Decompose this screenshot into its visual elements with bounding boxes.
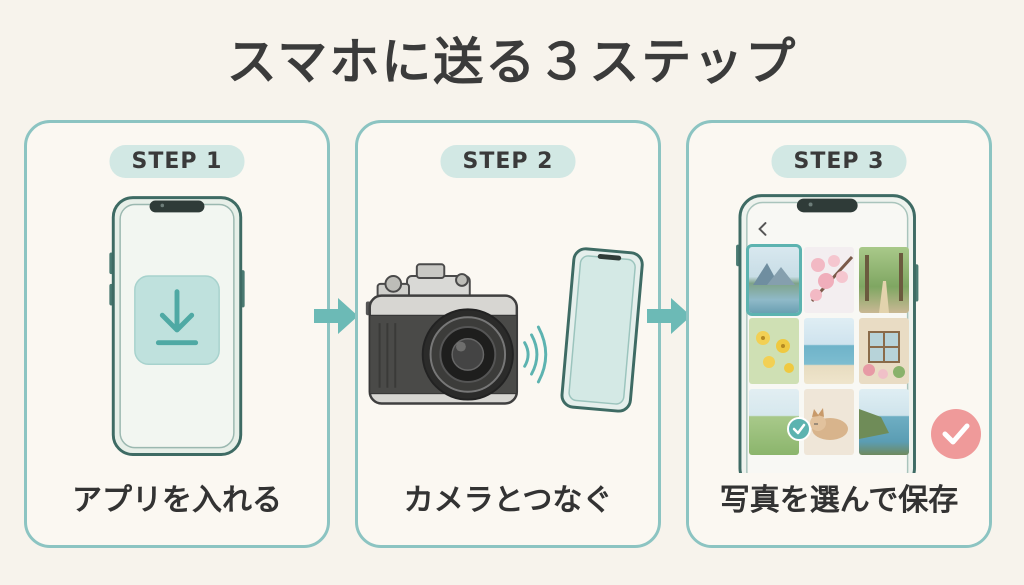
camera-phone-illustration xyxy=(365,247,644,413)
photo-thumbnail-window[interactable] xyxy=(859,318,909,384)
step-card-2: STEP 2 xyxy=(355,120,661,548)
photo-thumbnail-coast[interactable] xyxy=(859,389,909,455)
camera-icon xyxy=(365,263,519,405)
selected-check-icon xyxy=(787,417,811,441)
step-caption: カメラとつなぐ xyxy=(403,483,613,518)
step-badge: STEP 1 xyxy=(109,145,245,178)
step-card-1: STEP 1 アプリを入れる xyxy=(24,120,330,548)
photo-thumbnail-forest-path[interactable] xyxy=(859,247,909,313)
phone-illustration xyxy=(109,196,245,456)
confirm-save-button[interactable] xyxy=(929,407,983,461)
photo-thumbnail-cherry-blossom[interactable] xyxy=(804,247,854,313)
page-title: スマホに送る３ステップ xyxy=(226,33,798,91)
step-badge: STEP 3 xyxy=(771,145,907,178)
download-icon xyxy=(134,275,220,366)
step-card-3: STEP 3 xyxy=(686,120,992,548)
step-caption: 写真を選んで保存 xyxy=(689,473,989,545)
step-caption: アプリを入れる xyxy=(72,483,282,518)
photo-thumbnail-cat[interactable] xyxy=(804,389,854,455)
photo-thumbnail-flowers[interactable] xyxy=(749,318,799,384)
arrow-right-icon xyxy=(314,298,358,334)
photo-grid xyxy=(746,244,909,463)
step-badge: STEP 2 xyxy=(440,145,576,178)
back-chevron-icon xyxy=(758,222,767,236)
photo-thumbnail-ocean[interactable] xyxy=(804,318,854,384)
wireless-signal-icon xyxy=(523,325,548,384)
photo-thumbnail-mountain[interactable] xyxy=(746,244,802,316)
smartphone-icon xyxy=(560,247,644,413)
arrow-right-icon xyxy=(647,298,691,334)
